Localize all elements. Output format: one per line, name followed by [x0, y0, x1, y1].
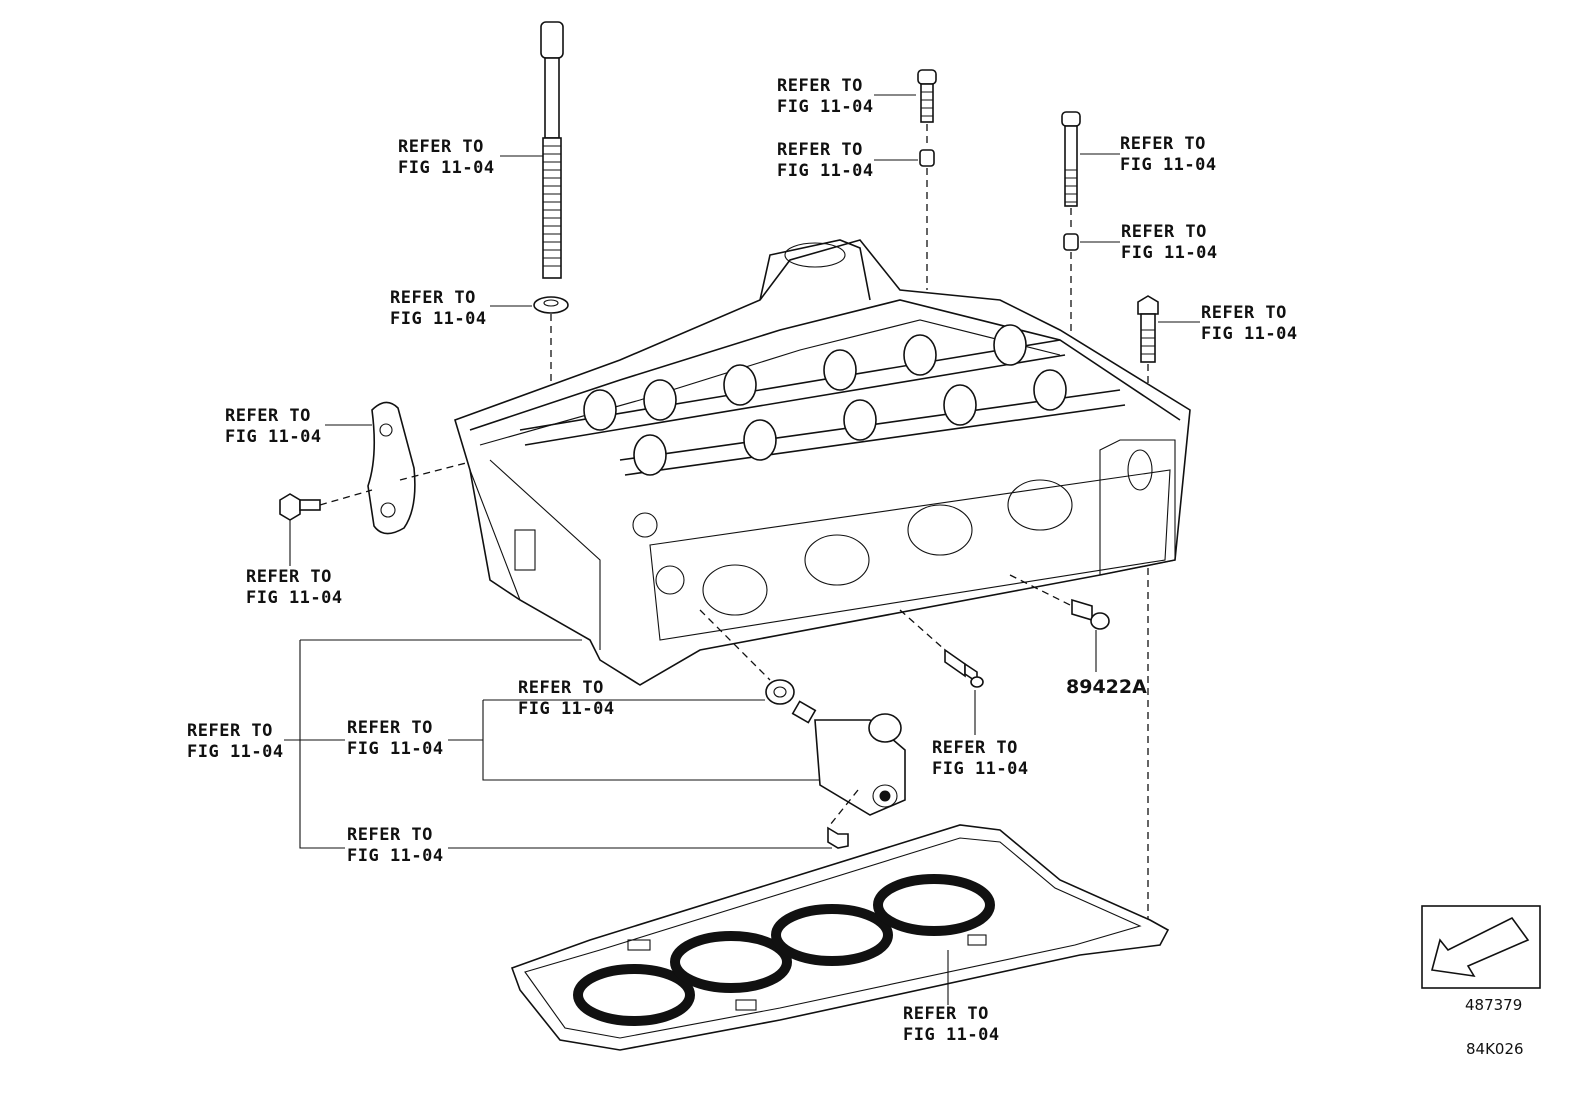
callout-line1: REFER TO: [1120, 134, 1206, 154]
leader-lines: [284, 94, 1200, 1005]
callout-line2: FIG 11-04: [903, 1025, 1000, 1045]
valve-bolt[interactable]: [827, 826, 849, 849]
callout-line1: REFER TO: [777, 76, 863, 96]
callout-line2: FIG 11-04: [347, 846, 444, 866]
callout-line2: FIG 11-04: [225, 427, 322, 447]
callout-line2: FIG 11-04: [347, 739, 444, 759]
callout-line2: FIG 11-04: [187, 742, 284, 762]
callout-line2: FIG 11-04: [1120, 155, 1217, 175]
camshaft-timing-oil-control-valve[interactable]: [791, 700, 906, 816]
callout-line1: REFER TO: [1121, 222, 1207, 242]
callout-line2: FIG 11-04: [932, 759, 1029, 779]
callout-line1: REFER TO: [1201, 303, 1287, 323]
camshaft-housing-bolt[interactable]: [1061, 111, 1081, 207]
head-bolt-long[interactable]: [540, 21, 564, 279]
callout-line1: REFER TO: [777, 140, 863, 160]
engine-hanger[interactable]: [367, 401, 416, 535]
hanger-bolt[interactable]: [279, 493, 321, 521]
temperature-sensor[interactable]: [1071, 598, 1110, 630]
callout-line1: REFER TO: [390, 288, 476, 308]
dowel-pin[interactable]: [919, 149, 935, 167]
callout-line2: FIG 11-04: [390, 309, 487, 329]
callout-line2: FIG 11-04: [246, 588, 343, 608]
callout-line1: REFER TO: [347, 825, 433, 845]
cylinder-head[interactable]: [454, 239, 1191, 686]
callout-line2: FIG 11-04: [1201, 324, 1298, 344]
callout-line1: REFER TO: [225, 406, 311, 426]
head-bolt-washer[interactable]: [533, 296, 569, 314]
front-arrow-icon: [1421, 905, 1541, 989]
callout-line1: REFER TO: [246, 567, 332, 587]
callout-line1: REFER TO: [187, 721, 273, 741]
callout-line1: REFER TO: [518, 678, 604, 698]
callout-line2: FIG 11-04: [777, 97, 874, 117]
callout-line2: FIG 11-04: [1121, 243, 1218, 263]
oil-control-valve-filter[interactable]: [765, 679, 795, 705]
callout-line1: REFER TO: [347, 718, 433, 738]
part-number-89422A[interactable]: 89422A: [1066, 676, 1147, 698]
callout-line2: FIG 11-04: [777, 161, 874, 181]
callout-line1: REFER TO: [932, 738, 1018, 758]
callout-line2: FIG 11-04: [398, 158, 495, 178]
oil-pressure-switch[interactable]: [944, 648, 984, 688]
callout-line2: FIG 11-04: [518, 699, 615, 719]
stud-bolt[interactable]: [1137, 295, 1159, 363]
callout-line1: REFER TO: [398, 137, 484, 157]
dowel-pin-right[interactable]: [1063, 233, 1079, 251]
illustration-number: 487379: [1465, 996, 1523, 1014]
camshaft-cap-bolt[interactable]: [917, 69, 937, 123]
callout-line1: REFER TO: [903, 1004, 989, 1024]
figure-code: 84K026: [1466, 1040, 1524, 1058]
cylinder-head-gasket[interactable]: [510, 824, 1170, 1051]
